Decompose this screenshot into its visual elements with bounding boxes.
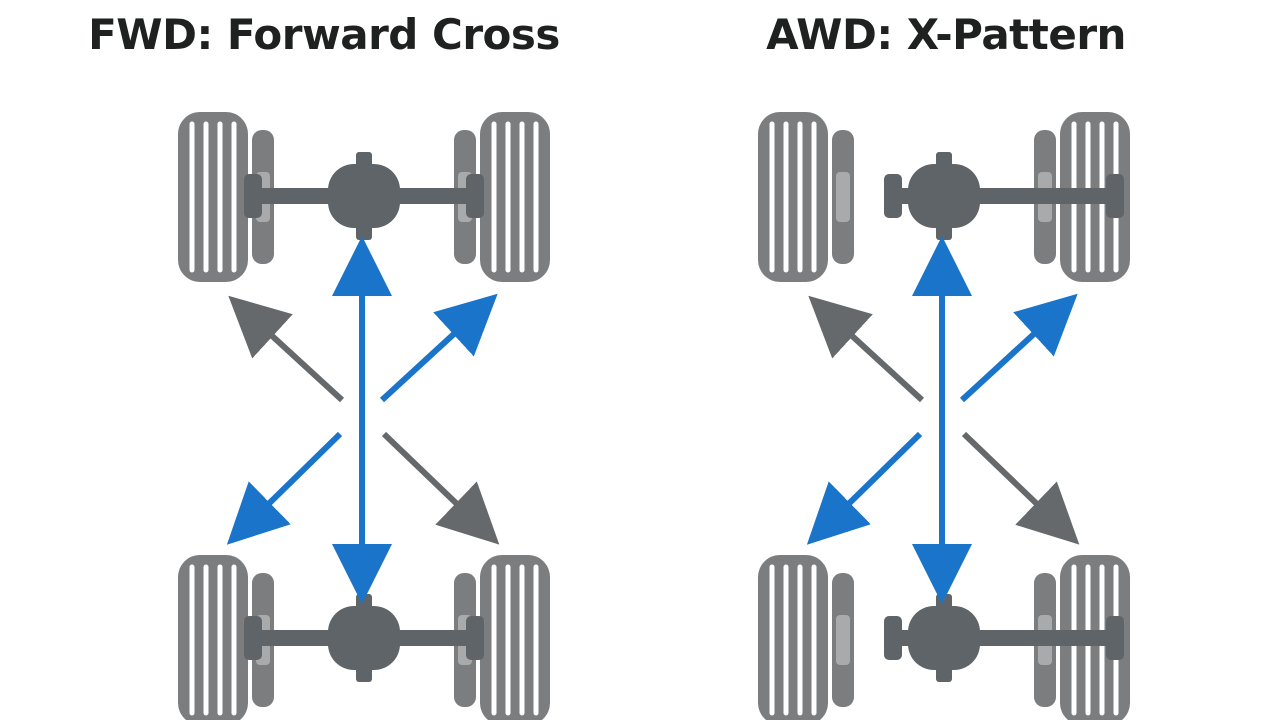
awd-diagram — [758, 112, 1130, 720]
arrow-to-front-left — [808, 295, 925, 403]
arrow-to-front-right — [959, 293, 1078, 403]
rear-left-tire — [758, 555, 854, 720]
fwd-diagram — [178, 112, 550, 720]
awd-panel: AWD: X-Pattern — [640, 0, 1280, 720]
arrow-to-front-left — [228, 295, 345, 403]
arrow-to-rear-left — [806, 431, 923, 545]
front-left-tire — [758, 112, 854, 282]
front-axle — [884, 152, 1124, 240]
arrow-to-rear-right — [961, 431, 1080, 545]
arrow-to-front-right — [379, 293, 498, 403]
fwd-title: FWD: Forward Cross — [88, 10, 560, 59]
front-left-tire — [178, 112, 274, 282]
arrow-to-rear-left — [226, 431, 343, 545]
fwd-panel: FWD: Forward Cross — [88, 10, 560, 720]
front-axle — [244, 152, 484, 240]
rear-axle — [244, 594, 484, 682]
arrow-to-rear-right — [381, 431, 500, 545]
front-right-tire — [454, 112, 550, 282]
awd-title: AWD: X-Pattern — [766, 10, 1126, 59]
rear-axle — [884, 594, 1124, 682]
